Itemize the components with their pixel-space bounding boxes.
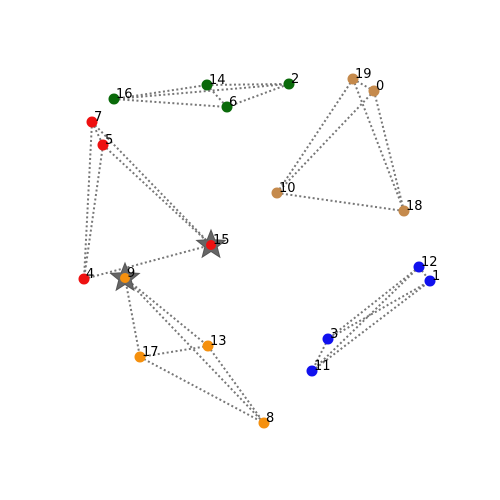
edge-7-15 xyxy=(91,121,212,246)
edge-0-10 xyxy=(276,90,375,194)
node-4 xyxy=(78,273,90,285)
node-18 xyxy=(398,205,410,217)
node-13 xyxy=(202,340,214,352)
node-label-18: 18 xyxy=(406,199,423,214)
node-label-12: 12 xyxy=(421,255,438,270)
node-6 xyxy=(221,101,233,113)
node-9 xyxy=(120,273,130,283)
edge-13-8 xyxy=(207,345,265,424)
node-label-3: 3 xyxy=(330,327,338,342)
nodes-layer xyxy=(78,73,436,429)
node-label-5: 5 xyxy=(105,133,113,148)
node-label-9: 9 xyxy=(127,266,135,281)
node-11 xyxy=(306,365,318,377)
edge-12-11 xyxy=(311,266,420,372)
edge-14-2 xyxy=(206,83,290,86)
edge-5-15 xyxy=(102,144,212,246)
node-1 xyxy=(424,275,436,287)
edges-layer xyxy=(83,78,431,424)
node-17 xyxy=(134,351,146,363)
node-2 xyxy=(283,78,295,90)
edge-10-18 xyxy=(276,192,405,212)
edge-11-1 xyxy=(311,280,431,372)
node-label-0: 0 xyxy=(376,79,384,94)
node-label-19: 19 xyxy=(355,67,372,82)
node-15 xyxy=(206,240,216,250)
edge-3-1 xyxy=(327,280,431,340)
node-label-2: 2 xyxy=(291,72,299,87)
node-label-14: 14 xyxy=(209,73,226,88)
edge-5-4 xyxy=(83,144,104,280)
edge-16-14 xyxy=(113,84,208,100)
edge-17-8 xyxy=(139,356,265,424)
node-label-8: 8 xyxy=(266,411,274,426)
edge-9-8 xyxy=(124,277,265,424)
node-0 xyxy=(368,85,380,97)
edge-7-4 xyxy=(83,121,93,280)
node-label-17: 17 xyxy=(142,345,159,360)
node-label-7: 7 xyxy=(94,110,102,125)
node-label-15: 15 xyxy=(213,233,230,248)
node-5 xyxy=(97,139,109,151)
edge-19-18 xyxy=(352,78,405,212)
node-label-16: 16 xyxy=(116,87,133,102)
node-7 xyxy=(86,116,98,128)
node-3 xyxy=(322,333,334,345)
node-16 xyxy=(108,93,120,105)
node-label-13: 13 xyxy=(210,334,227,349)
node-label-6: 6 xyxy=(229,95,237,110)
node-label-1: 1 xyxy=(432,269,440,284)
edge-16-6 xyxy=(113,98,228,108)
edge-3-11 xyxy=(311,338,329,372)
edge-6-2 xyxy=(226,83,290,108)
node-12 xyxy=(413,261,425,273)
edge-12-3 xyxy=(327,266,420,340)
node-label-10: 10 xyxy=(279,181,296,196)
edge-16-2 xyxy=(113,83,290,100)
node-label-11: 11 xyxy=(314,359,331,374)
node-label-4: 4 xyxy=(86,267,94,282)
node-8 xyxy=(258,417,270,429)
edge-4-15 xyxy=(83,244,212,280)
node-19 xyxy=(347,73,359,85)
edge-19-10 xyxy=(276,78,354,194)
edge-9-13 xyxy=(124,277,209,347)
node-14 xyxy=(201,79,213,91)
node-10 xyxy=(271,187,283,199)
edge-0-18 xyxy=(373,90,405,212)
